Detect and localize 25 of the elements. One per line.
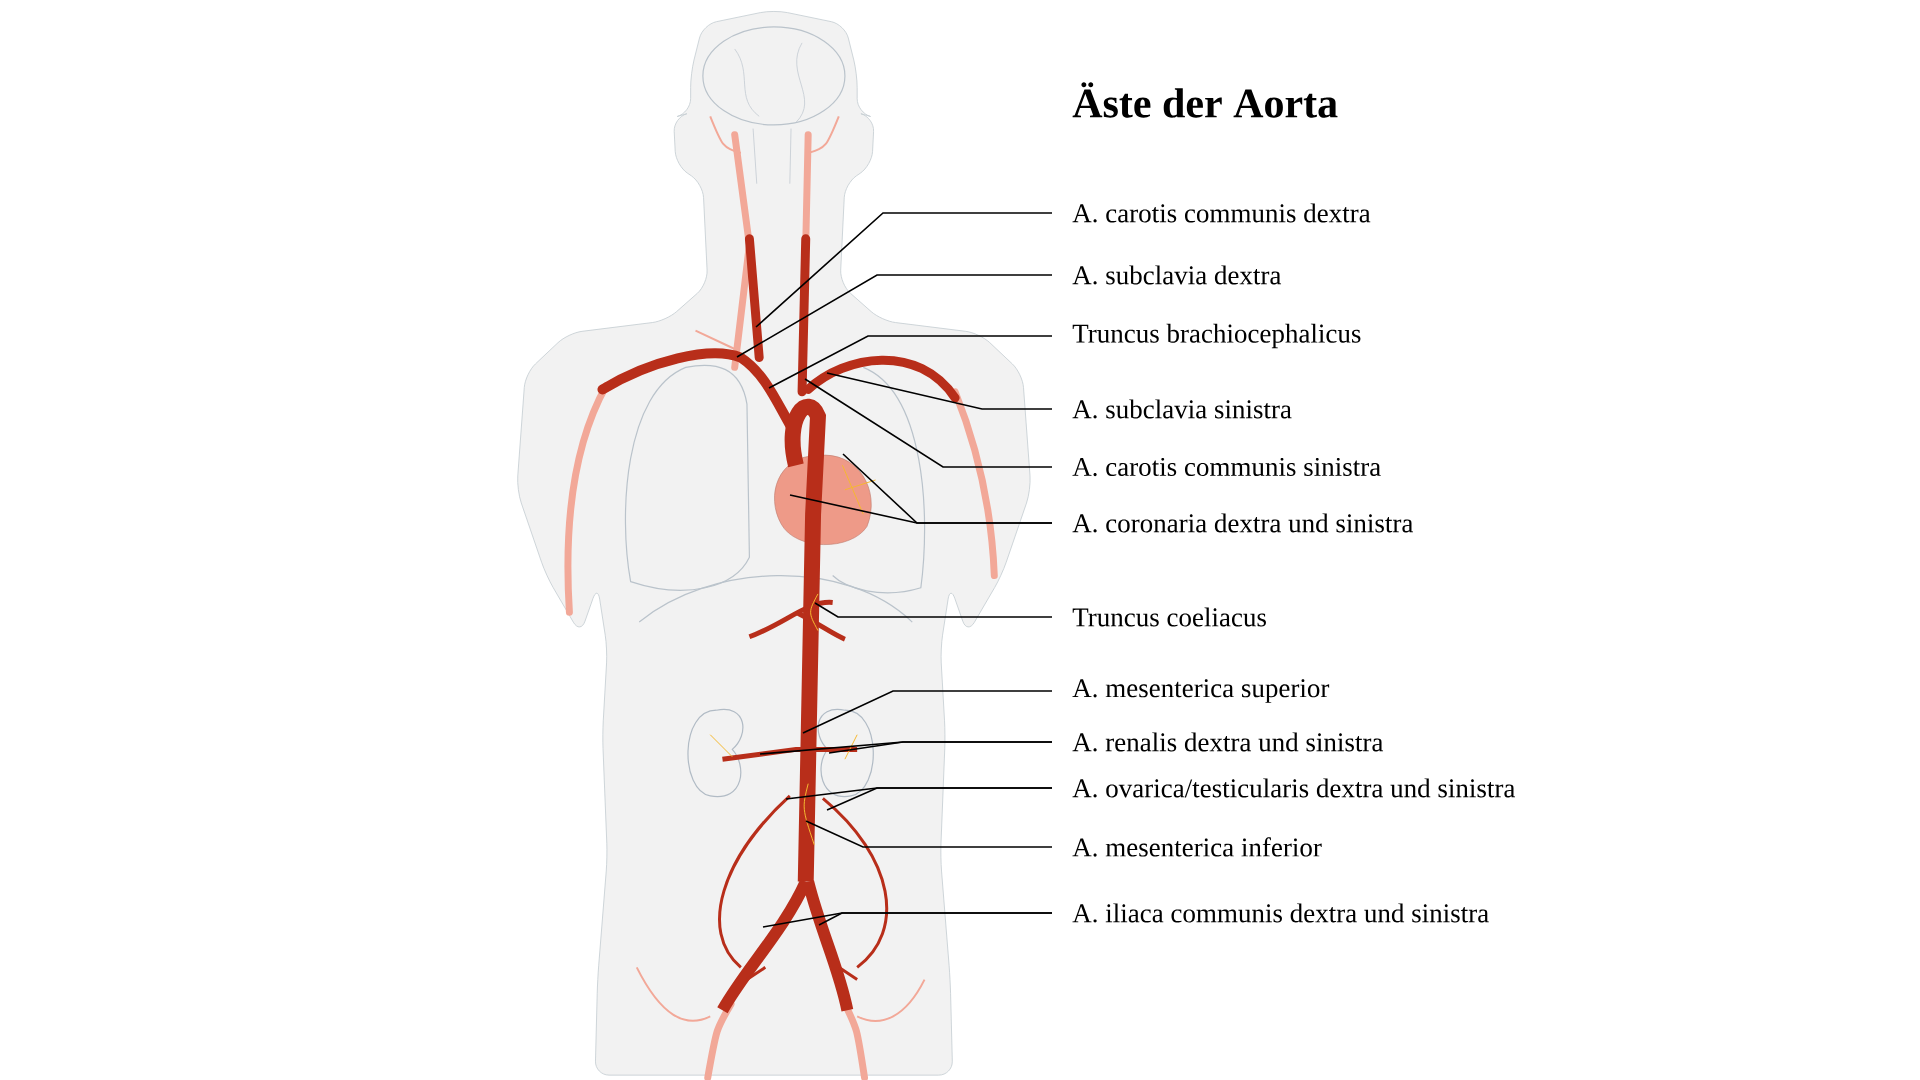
leader-line (828, 741, 1053, 754)
part-label: A. subclavia sinistra (1072, 399, 1292, 419)
part-label: A. carotis communis sinistra (1072, 457, 1381, 477)
leader-line (789, 494, 1053, 524)
leader-line (826, 372, 1053, 410)
leader-line (755, 212, 1053, 328)
leader-line (818, 912, 1053, 926)
part-label: A. iliaca communis dextra und sinistra (1072, 903, 1489, 923)
leader-line (736, 274, 1053, 358)
title: Äste der Aorta (1072, 82, 1338, 118)
leader-line (805, 820, 1053, 848)
leader-line (814, 602, 1053, 618)
leader-line (804, 378, 1053, 468)
part-label: Truncus brachiocephalicus (1072, 323, 1361, 349)
part-label: A. subclavia dextra (1072, 265, 1282, 285)
part-label: A. renalis dextra und sinistra (1072, 732, 1384, 752)
part-label: A. coronaria dextra und sinistra (1072, 513, 1413, 533)
leader-line (802, 690, 1053, 734)
part-label: A. mesenterica inferior (1072, 837, 1322, 857)
part-label: A. carotis communis dextra (1072, 203, 1371, 223)
part-label: A. ovarica/testicularis dextra und sinistra (1072, 778, 1515, 798)
leader-line (826, 787, 1053, 811)
leader-line (768, 335, 1053, 389)
part-label: Truncus coeliacus (1072, 607, 1266, 627)
part-label: A. mesenterica superior (1072, 679, 1330, 703)
